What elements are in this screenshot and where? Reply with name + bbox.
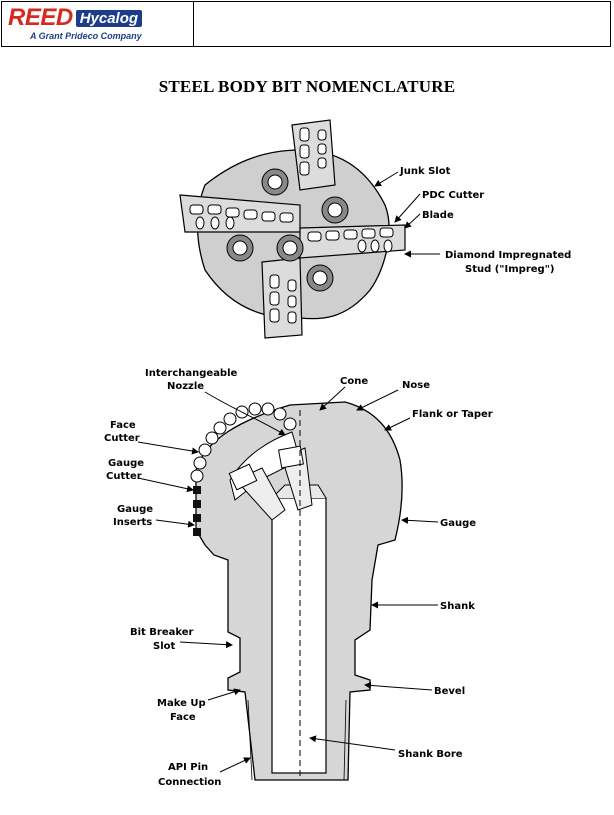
label-pin-2: Connection [158,777,221,788]
gauge-inserts [193,486,201,536]
label-flank: Flank or Taper [412,409,493,420]
label-nozzle-1: Interchangeable [145,368,238,379]
page-title: STEEL BODY BIT NOMENCLATURE [158,77,456,96]
logo-tagline: A Grant Prideco Company [30,31,142,41]
label-junk-slot: Junk Slot [399,166,451,177]
bit-side-view [190,401,403,781]
pin-threads [247,699,347,781]
company-logo: REED Hycalog [8,4,143,31]
face-cutters [190,402,297,483]
bit-face-top-view [179,119,406,339]
label-gauge-inserts-2: Inserts [113,517,152,528]
logo-cell: REED Hycalog A Grant Prideco Company [2,2,194,46]
label-blade: Blade [422,210,454,221]
label-shank: Shank [440,601,475,612]
label-gauge-cutter-1: Gauge [108,458,144,469]
label-breaker-2: Slot [153,641,176,652]
pdc-cutters [189,127,394,324]
label-makeup-1: Make Up [157,698,206,709]
shank-bore [271,497,327,774]
label-gauge-inserts-1: Gauge [117,504,153,515]
label-shank-bore: Shank Bore [398,749,463,760]
label-gauge: Gauge [440,518,476,529]
label-pin-1: API Pin [168,762,208,773]
header-table: REED Hycalog A Grant Prideco Company [1,1,611,47]
blade-top [291,119,336,191]
nozzle-left [228,463,258,491]
label-gauge-cutter-2: Cutter [106,471,142,482]
label-face-cutter-1: Face [110,420,136,431]
label-nose: Nose [402,380,430,391]
label-impreg-1: Diamond Impregnated [445,250,571,261]
logo-brand: REED [8,4,73,31]
label-bevel: Bevel [434,686,465,697]
label-cone: Cone [340,376,368,387]
label-pdc-cutter: PDC Cutter [422,190,484,201]
nozzles [226,168,349,292]
label-face-cutter-2: Cutter [104,433,140,444]
label-nozzle-2: Nozzle [167,381,204,392]
logo-product: Hycalog [75,9,143,27]
impreg-studs [195,216,393,253]
nozzle-right [278,445,304,469]
label-breaker-1: Bit Breaker [130,627,194,638]
label-makeup-2: Face [170,712,196,723]
label-impreg-2: Stud ("Impreg") [465,264,554,275]
